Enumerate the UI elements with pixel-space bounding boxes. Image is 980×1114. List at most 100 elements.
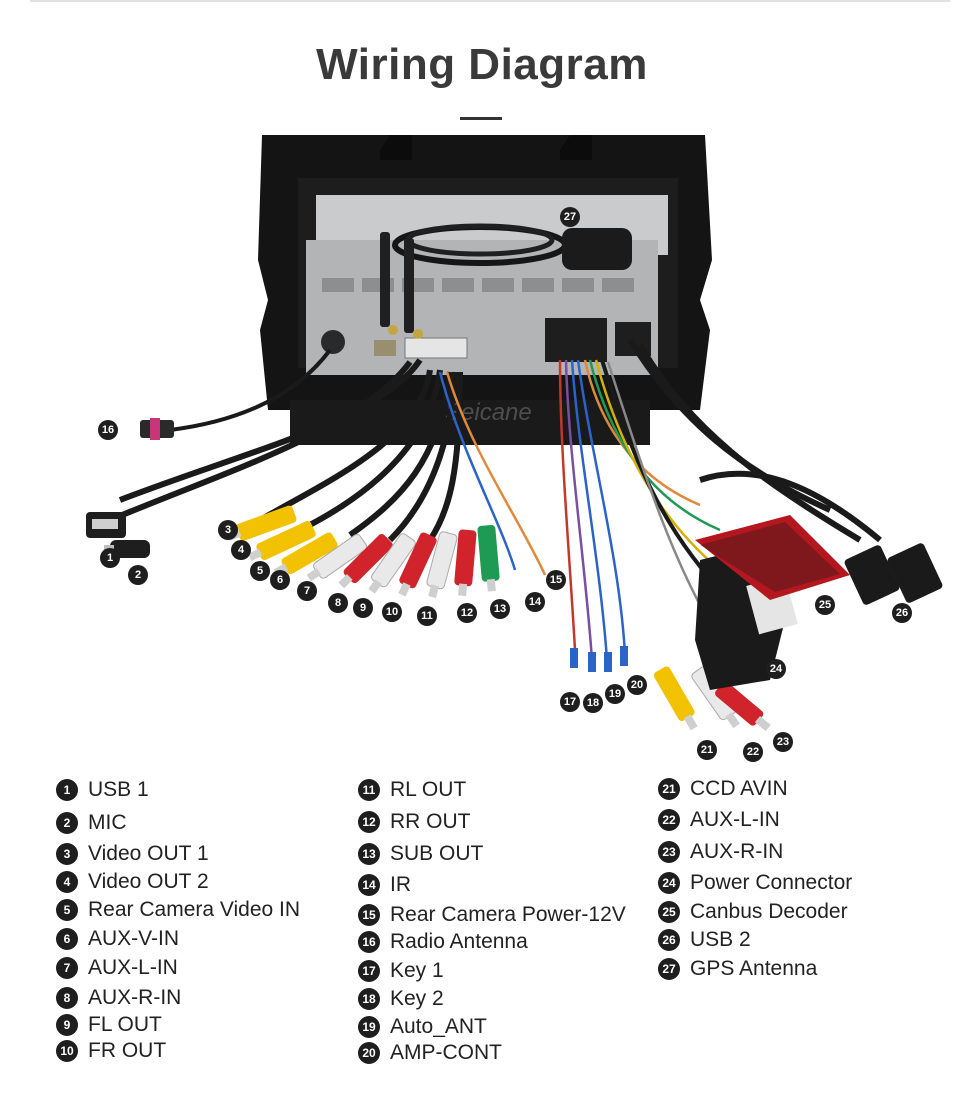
legend-label: USB 1 — [88, 778, 149, 801]
legend-number: 12 — [358, 811, 380, 833]
legend-label: AUX-V-IN — [88, 927, 180, 950]
legend-item: 17 Key 1 — [358, 959, 444, 983]
legend-number: 26 — [658, 929, 680, 951]
svg-text:26: 26 — [896, 607, 908, 619]
legend-label: GPS Antenna — [690, 957, 818, 980]
legend-item: 4 Video OUT 2 — [56, 870, 209, 894]
svg-text:13: 13 — [494, 603, 506, 615]
legend-label: FR OUT — [88, 1039, 167, 1062]
legend-number: 1 — [56, 779, 78, 801]
thin-signal-wires — [438, 371, 547, 576]
legend-label: Radio Antenna — [390, 930, 528, 953]
gps-antenna — [392, 223, 632, 270]
svg-text:25: 25 — [819, 599, 831, 611]
legend-number: 8 — [56, 987, 78, 1009]
legend-number: 15 — [358, 904, 380, 926]
legend-label: Key 1 — [390, 959, 444, 982]
legend-label: AUX-L-IN — [690, 808, 780, 831]
svg-text:14: 14 — [529, 596, 542, 608]
legend-item: 9 FL OUT — [56, 1013, 162, 1037]
callout-5: 5 — [250, 561, 270, 581]
svg-text:17: 17 — [564, 696, 576, 708]
svg-text:8: 8 — [335, 597, 341, 609]
callout-24: 24 — [766, 659, 786, 679]
legend-number: 24 — [658, 872, 680, 894]
legend-label: CCD AVIN — [690, 777, 788, 800]
main-harness-cables — [108, 358, 463, 543]
legend-item: 26 USB 2 — [658, 928, 751, 952]
callout-11: 11 — [417, 606, 437, 626]
callout-16: 16 — [98, 420, 118, 440]
callout-26: 26 — [892, 603, 912, 623]
legend-label: MIC — [88, 811, 127, 834]
legend-number: 17 — [358, 960, 380, 982]
svg-text:15: 15 — [550, 574, 562, 586]
callout-6: 6 — [270, 570, 290, 590]
callout-27: 27 — [560, 207, 580, 227]
legend-item: 13 SUB OUT — [358, 842, 483, 866]
svg-text:6: 6 — [277, 574, 283, 586]
callout-17: 17 — [560, 692, 580, 712]
legend-item: 1 USB 1 — [56, 778, 149, 802]
legend-number: 4 — [56, 871, 78, 893]
legend-label: AUX-R-IN — [88, 986, 182, 1009]
legend-number: 9 — [56, 1014, 78, 1036]
legend-item: 8 AUX-R-IN — [56, 986, 181, 1010]
legend-label: Auto_ANT — [390, 1015, 487, 1038]
callout-25: 25 — [815, 595, 835, 615]
legend-label: FL OUT — [88, 1013, 162, 1036]
svg-text:5: 5 — [257, 565, 263, 577]
svg-text:27: 27 — [564, 211, 576, 223]
svg-text:1: 1 — [107, 552, 113, 564]
usb2-cables — [627, 338, 882, 543]
legend-label: SUB OUT — [390, 842, 484, 865]
legend-number: 21 — [658, 778, 680, 800]
callout-14: 14 — [525, 592, 545, 612]
legend-number: 3 — [56, 843, 78, 865]
svg-text:19: 19 — [609, 688, 621, 700]
legend-number: 10 — [56, 1040, 78, 1062]
svg-text:16: 16 — [102, 424, 114, 436]
key-wire-ends — [570, 646, 628, 672]
svg-text:20: 20 — [631, 679, 643, 691]
legend-item: 15 Rear Camera Power-12V — [358, 903, 626, 927]
legend-label: AUX-R-IN — [690, 840, 784, 863]
canbus-decoder — [695, 515, 850, 600]
legend-item: 21 CCD AVIN — [658, 777, 788, 801]
legend-label: IR — [390, 873, 411, 896]
callout-12: 12 — [457, 603, 477, 623]
legend-label: Rear Camera Power-12V — [390, 903, 626, 926]
callout-1: 1 — [100, 548, 120, 568]
callout-9: 9 — [353, 598, 373, 618]
title-underline — [460, 117, 502, 120]
legend-label: Video OUT 2 — [88, 870, 209, 893]
legend-label: USB 2 — [690, 928, 751, 951]
legend-number: 19 — [358, 1016, 380, 1038]
callout-2: 2 — [128, 565, 148, 585]
legend-label: Key 2 — [390, 987, 444, 1010]
callout-15: 15 — [546, 570, 566, 590]
callout-3: 3 — [218, 520, 238, 540]
usb1-connector — [86, 512, 126, 538]
svg-text:23: 23 — [777, 736, 789, 748]
legend-number: 13 — [358, 843, 380, 865]
legend-number: 16 — [358, 931, 380, 953]
legend-number: 14 — [358, 874, 380, 896]
legend-number: 25 — [658, 901, 680, 923]
radio-antenna-cable — [140, 348, 332, 440]
ccd-rca-plugs — [653, 666, 771, 732]
callout-22: 22 — [743, 742, 763, 762]
legend-number: 11 — [358, 779, 380, 801]
legend-label: Rear Camera Video IN — [88, 898, 301, 921]
legend-number: 20 — [358, 1042, 380, 1064]
